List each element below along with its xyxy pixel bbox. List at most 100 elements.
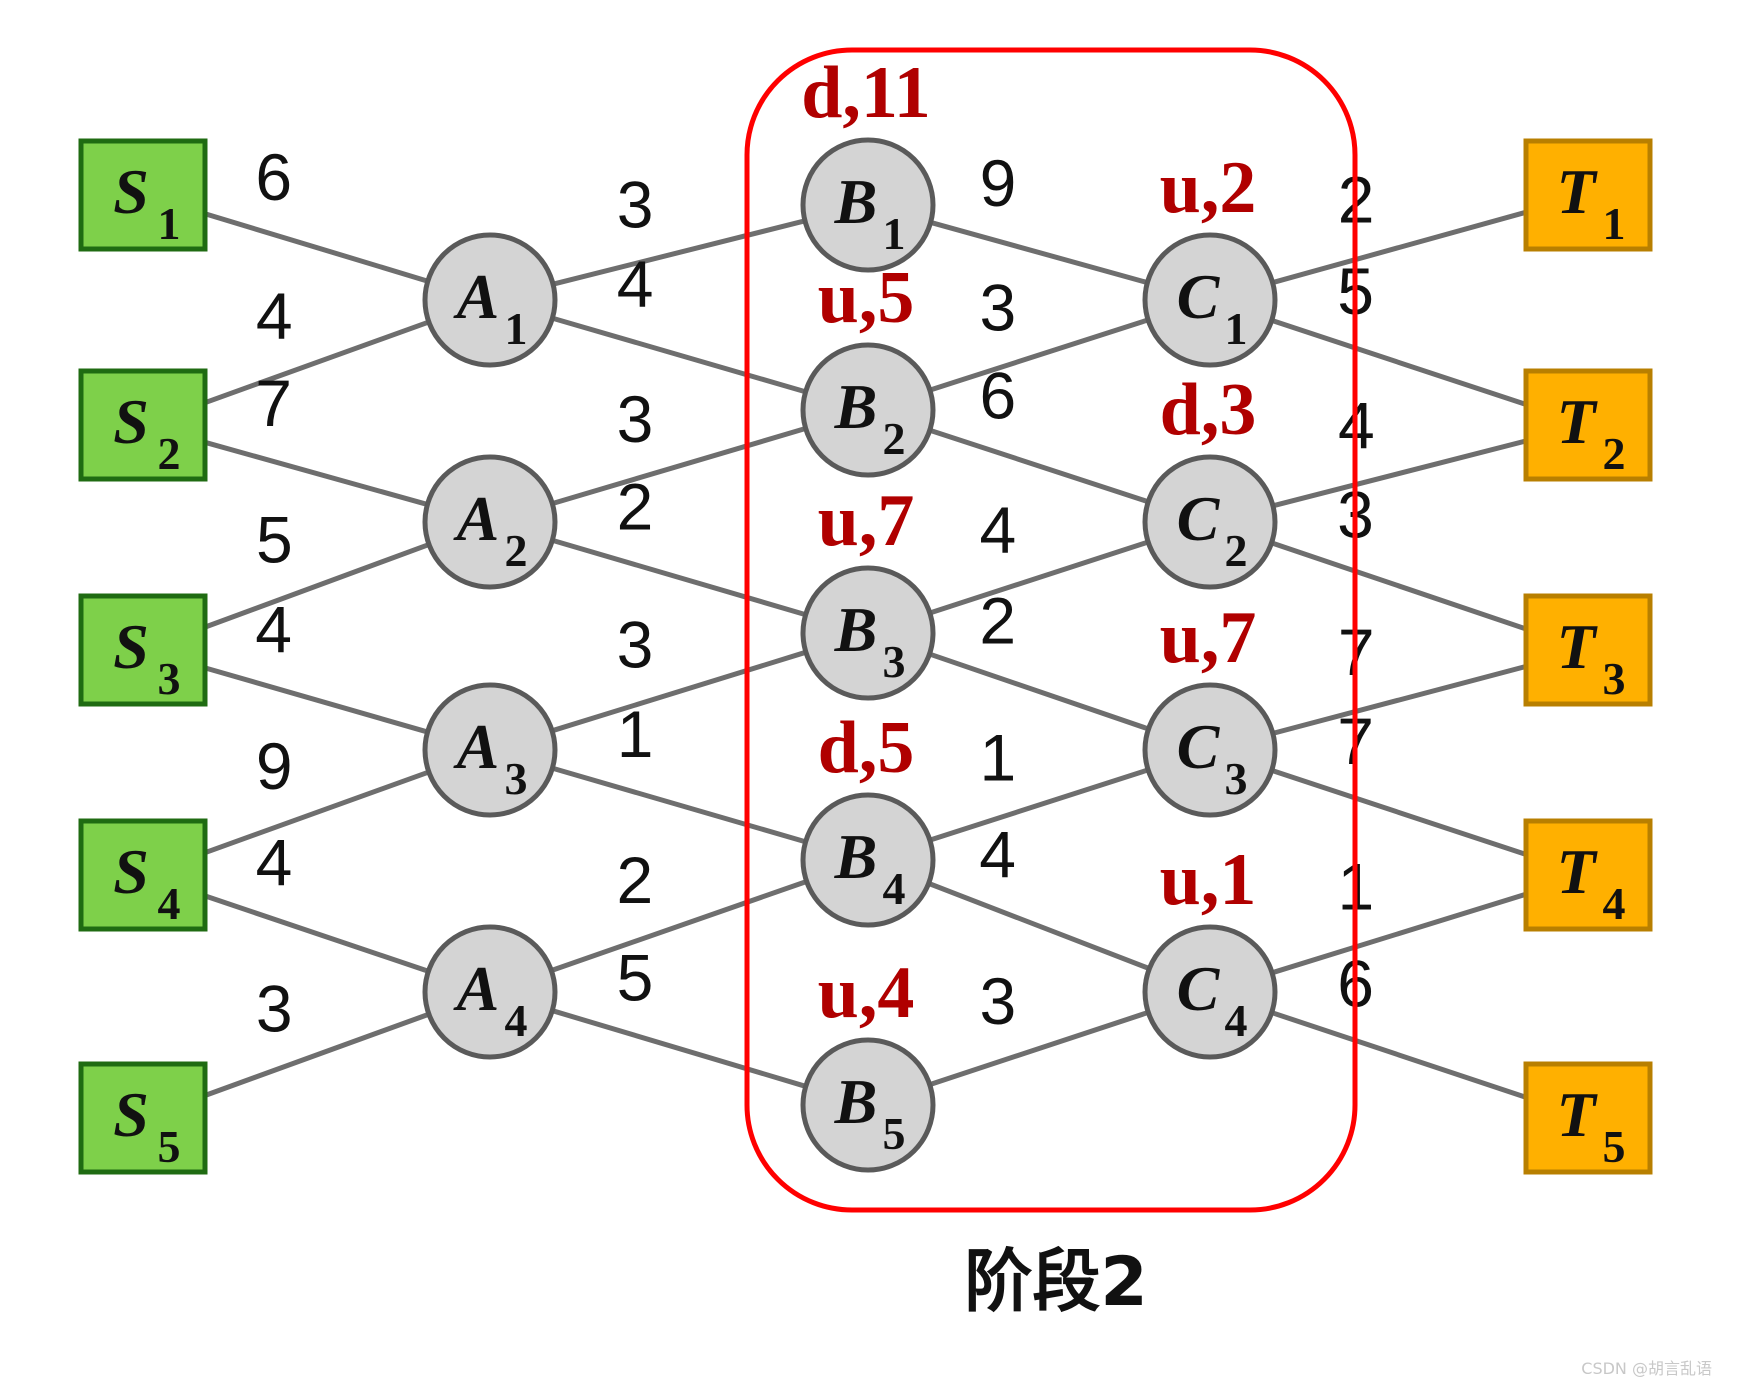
stage-2-highlight-box: [744, 47, 1358, 1213]
decision-labels-layer: d,11u,5u,7d,5u,4u,2d,3u,7u,1: [801, 52, 1256, 1034]
stage-node-circle: [422, 924, 558, 1060]
node-subscript: 3: [1603, 653, 1626, 704]
edge-C1-T2: [1271, 318, 1529, 407]
edge-weight: 3: [617, 167, 654, 241]
node-letter: S: [113, 386, 149, 457]
source-node-box: [78, 593, 208, 707]
node-subscript: 4: [158, 878, 181, 929]
target-node-box: [1523, 138, 1653, 252]
stage-label: 阶段2: [964, 1243, 1147, 1322]
stage-node-circle: [1142, 924, 1278, 1060]
edge-S1-A1: [202, 211, 429, 284]
edge-C1-T1: [1272, 209, 1529, 285]
node-letter: C: [1177, 261, 1221, 332]
source-node-box: [78, 1061, 208, 1175]
stage-node-circle: [422, 682, 558, 818]
decision-label: u,4: [818, 952, 915, 1034]
node-subscript: 1: [1603, 198, 1626, 249]
node-letter: A: [453, 953, 500, 1024]
node-letter: T: [1556, 156, 1598, 227]
edge-A3-B4: [551, 766, 807, 844]
edge-weight: 2: [617, 470, 654, 544]
node-subscript: 5: [883, 1108, 906, 1159]
edge-S3-A2: [202, 542, 430, 630]
edge-A4-B4: [550, 879, 808, 973]
edge-weight: 1: [617, 697, 654, 771]
node-subscript: 4: [1603, 878, 1626, 929]
edge-C4-T5: [1271, 1010, 1529, 1100]
node-letter: B: [834, 821, 878, 892]
node-subscript: 1: [158, 198, 181, 249]
node-subscript: 2: [883, 413, 906, 464]
decision-label: d,3: [1160, 369, 1257, 451]
edge-weight: 5: [617, 941, 654, 1015]
edge-weight: 6: [255, 140, 292, 214]
target-node-box: [1523, 818, 1653, 932]
edge-weight: 4: [979, 817, 1016, 891]
node-letter: S: [113, 156, 149, 227]
stage-node-circle: [1142, 682, 1278, 818]
node-letter: A: [453, 261, 500, 332]
node-letter: S: [113, 1079, 149, 1150]
decision-label: u,7: [818, 480, 915, 562]
node-subscript: 4: [505, 995, 528, 1046]
stage-node-circle: [800, 137, 936, 273]
edges-layer: [202, 209, 1529, 1100]
node-letter: B: [834, 371, 878, 442]
node-letter: T: [1556, 611, 1598, 682]
edge-weight: 4: [256, 279, 293, 353]
node-subscript: 3: [883, 636, 906, 687]
edge-weight: 1: [979, 721, 1016, 795]
edge-B2-C2: [929, 428, 1149, 504]
edge-A3-B3: [551, 650, 807, 733]
edge-weight: 4: [979, 493, 1016, 567]
node-letter: C: [1177, 953, 1221, 1024]
edge-C2-T3: [1270, 540, 1529, 632]
node-subscript: 2: [1603, 428, 1626, 479]
edge-weight: 9: [980, 146, 1017, 220]
edge-S4-A4: [202, 893, 430, 974]
node-subscript: 2: [505, 525, 528, 576]
node-subscript: 1: [1225, 303, 1248, 354]
node-letter: B: [834, 166, 878, 237]
stage-node-circle: [800, 342, 936, 478]
edge-weight: 7: [255, 366, 292, 440]
edge-weight: 3: [256, 972, 293, 1046]
source-node-box: [78, 138, 208, 252]
edge-weight: 4: [617, 247, 654, 321]
edge-A1-B1: [552, 218, 806, 287]
node-subscript: 3: [505, 753, 528, 804]
node-subscript: 4: [1225, 995, 1248, 1046]
stage-node-circle: [800, 792, 936, 928]
edge-weight: 5: [256, 503, 293, 577]
stage-node-circle: [800, 565, 936, 701]
edge-C3-T4: [1271, 768, 1529, 857]
node-subscript: 5: [158, 1121, 181, 1172]
edge-A1-B2: [551, 316, 807, 394]
edge-C2-T2: [1272, 438, 1529, 508]
node-subscript: 3: [158, 653, 181, 704]
node-letter: C: [1177, 483, 1221, 554]
node-subscript: 1: [505, 303, 528, 354]
node-letter: T: [1556, 1079, 1598, 1150]
edge-weight: 6: [979, 358, 1016, 432]
edge-B3-C2: [929, 540, 1149, 615]
node-letter: A: [453, 483, 500, 554]
decision-label: d,11: [801, 52, 931, 134]
node-letter: S: [113, 611, 149, 682]
